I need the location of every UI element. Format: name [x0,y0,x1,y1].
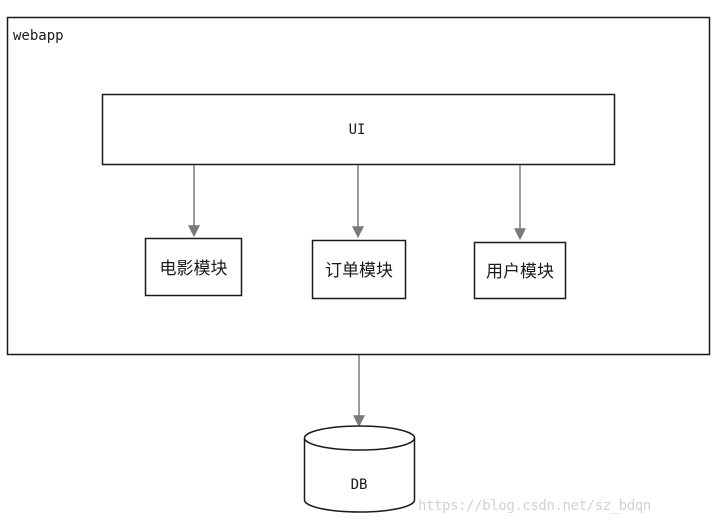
ui-box [101,93,616,166]
db-label: DB [351,477,368,493]
user-module-label: 用户模块 [486,262,554,282]
db-cylinder [303,425,416,513]
movie-module-label: 电影模块 [160,259,228,279]
movie-module-box [144,237,243,297]
user-module-box [473,241,567,300]
ui-box-label: UI [349,122,366,138]
watermark-url: https://blog.csdn.net/sz_bdqn [418,498,651,514]
webapp-container-label: webapp [13,28,64,44]
order-module-label: 订单模块 [325,261,393,281]
order-module-box [311,239,407,300]
